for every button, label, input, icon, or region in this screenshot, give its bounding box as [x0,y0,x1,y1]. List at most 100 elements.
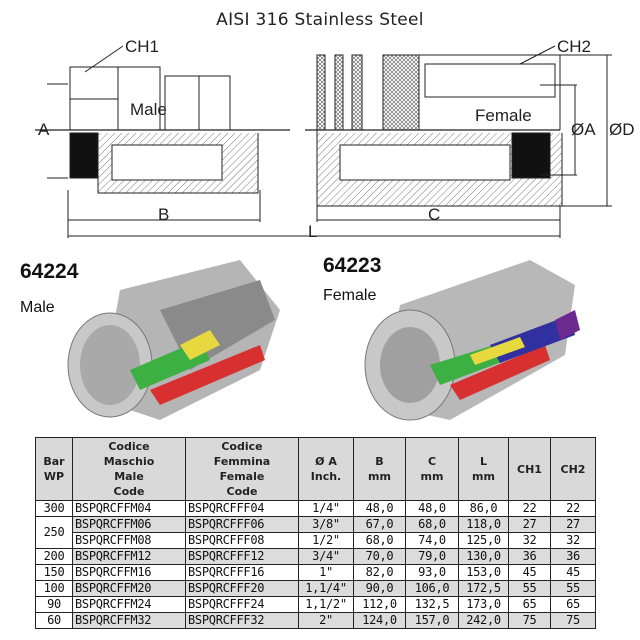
cell-bar: 90 [35,596,73,613]
cell-l: 172,5 [458,580,509,597]
cell-ch2: 55 [550,580,596,597]
header-ch1: CH1 [508,437,551,501]
cell-bar: 250 [35,516,73,549]
cell-female: BSPQRCFFF06 [185,516,299,533]
cell-bar: 300 [35,500,73,517]
cell-male: BSPQRCFFM12 [72,548,186,565]
cell-male: BSPQRCFFM20 [72,580,186,597]
female-product-label: Female [323,287,377,304]
cell-ch1: 22 [508,500,551,517]
female-product-code: 64223 [323,254,382,277]
male-drawing-label: Male [130,100,167,119]
cell-l: 125,0 [458,532,509,549]
cell-l: 130,0 [458,548,509,565]
male-product-label: Male [20,299,55,316]
cell-c: 157,0 [405,612,459,629]
cell-male: BSPQRCFFM32 [72,612,186,629]
dim-b-label: B [158,205,170,224]
cell-a: 1" [298,564,354,581]
cell-female: BSPQRCFFF20 [185,580,299,597]
cell-b: 82,0 [353,564,406,581]
cell-male: BSPQRCFFM16 [72,564,186,581]
male-product-code: 64224 [20,260,79,283]
dim-a-label: A [38,120,50,139]
dim-c-label: C [428,205,441,224]
cell-bar: 200 [35,548,73,565]
cell-ch1: 65 [508,596,551,613]
cell-a: 2" [298,612,354,629]
cell-male: BSPQRCFFM24 [72,596,186,613]
cell-bar: 100 [35,580,73,597]
cell-b: 48,0 [353,500,406,517]
female-coupling-image [364,260,580,421]
dim-ch1-label: CH1 [125,37,160,56]
cell-male: BSPQRCFFM04 [72,500,186,517]
dim-od-label: ØD [609,120,635,139]
cell-ch2: 22 [550,500,596,517]
cell-male: BSPQRCFFM08 [72,532,186,549]
cell-b: 67,0 [353,516,406,533]
cell-l: 153,0 [458,564,509,581]
cell-b: 124,0 [353,612,406,629]
cell-l: 173,0 [458,596,509,613]
female-drawing-label: Female [475,106,532,125]
cell-ch2: 45 [550,564,596,581]
cell-ch2: 36 [550,548,596,565]
cell-c: 79,0 [405,548,459,565]
female-drawing [305,45,612,238]
cell-ch1: 45 [508,564,551,581]
cell-b: 112,0 [353,596,406,613]
cell-ch1: 32 [508,532,551,549]
cell-c: 93,0 [405,564,459,581]
dim-l-label: L [308,222,318,241]
cell-c: 48,0 [405,500,459,517]
cell-a: 3/8" [298,516,354,533]
cell-ch1: 75 [508,612,551,629]
cell-female: BSPQRCFFF12 [185,548,299,565]
cell-a: 1,1/2" [298,596,354,613]
cell-a: 3/4" [298,548,354,565]
male-drawing [35,45,560,238]
dim-ch2-label: CH2 [557,37,592,56]
cell-ch2: 27 [550,516,596,533]
cell-l: 242,0 [458,612,509,629]
cell-female: BSPQRCFFF08 [185,532,299,549]
cell-ch2: 32 [550,532,596,549]
cell-c: 132,5 [405,596,459,613]
cell-male: BSPQRCFFM06 [72,516,186,533]
cell-c: 74,0 [405,532,459,549]
cell-ch2: 75 [550,612,596,629]
cell-ch1: 55 [508,580,551,597]
male-coupling-image [67,260,280,420]
cell-a: 1,1/4" [298,580,354,597]
header-ch2: CH2 [550,437,596,501]
cell-a: 1/2" [298,532,354,549]
cell-b: 68,0 [353,532,406,549]
page-title: AISI 316 Stainless Steel [216,10,424,30]
cell-female: BSPQRCFFF32 [185,612,299,629]
dim-oa-label: ØA [571,120,596,139]
cell-b: 90,0 [353,580,406,597]
cell-c: 106,0 [405,580,459,597]
cell-bar: 150 [35,564,73,581]
cell-ch2: 65 [550,596,596,613]
cell-c: 68,0 [405,516,459,533]
cell-female: BSPQRCFFF16 [185,564,299,581]
cell-ch1: 27 [508,516,551,533]
cell-female: BSPQRCFFF04 [185,500,299,517]
cell-ch1: 36 [508,548,551,565]
